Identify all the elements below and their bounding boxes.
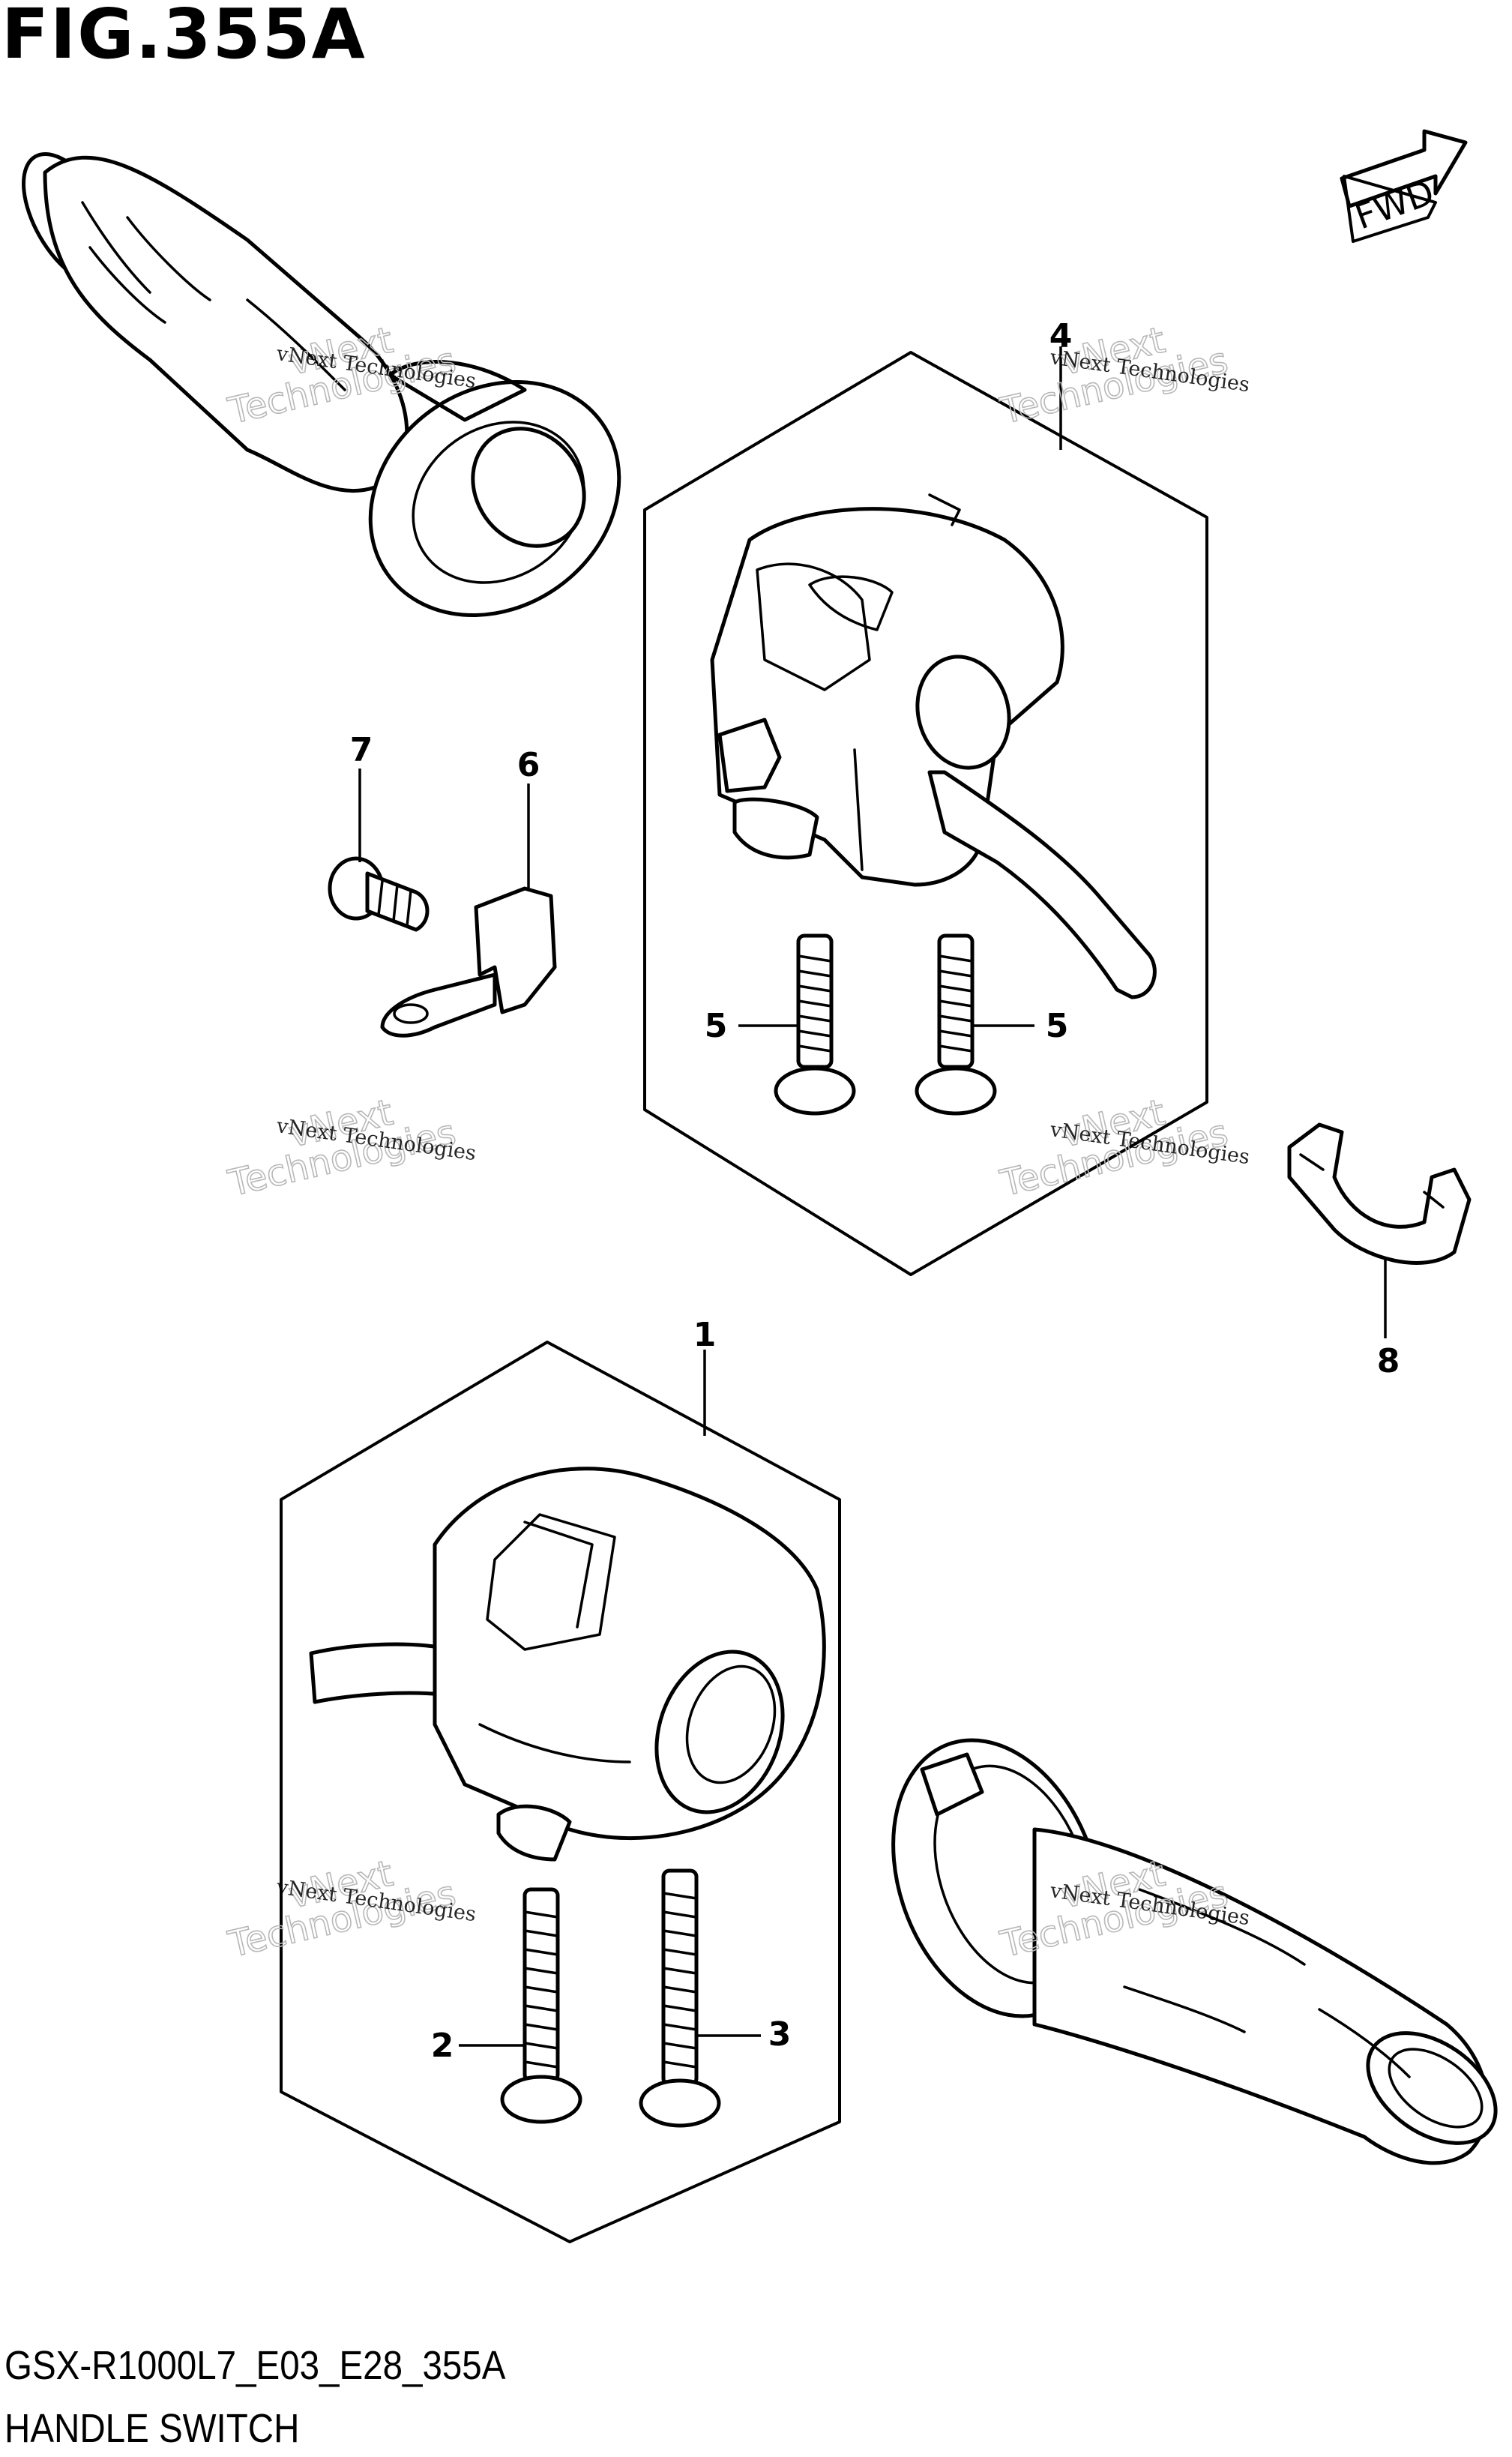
screw-part-5-right [915,933,997,1116]
callout-3: 3 [768,2015,792,2054]
assembly-frame-upper [643,351,1208,1276]
callout-2: 2 [431,2027,454,2065]
figure-name: HANDLE SWITCH [4,2406,300,2451]
right-handle-switch-part [710,493,1157,999]
callout-4: 4 [1049,317,1073,355]
clamp-part-6 [380,886,557,1038]
screw-part-3 [639,1868,721,2128]
right-throttle-grip-part [891,1738,1498,2165]
callout-1: 1 [693,1316,717,1354]
figure-title: FIG.355A [1,0,367,74]
screw-part-2 [500,1887,582,2124]
watermark-3: Technologies vNext vNext Technologies [223,1091,478,1206]
callout-7: 7 [350,731,373,769]
callout-5-right: 5 [1046,1007,1069,1045]
fwd-arrow-icon: FWD [1340,129,1468,243]
callout-8: 8 [1377,1342,1400,1380]
left-handle-switch-part [309,1467,826,1862]
watermark-2: Technologies vNext vNext Technologies [996,319,1251,433]
callout-5-left: 5 [705,1007,728,1045]
callout-6: 6 [517,746,540,784]
figure-code: GSX-R1000L7_E03_E28_355A [4,2343,506,2388]
watermark-4: Technologies vNext vNext Technologies [996,1091,1251,1206]
screw-part-7 [328,856,430,932]
assembly-frame-lower [280,1341,841,2243]
clip-part-8 [1287,1122,1472,1265]
watermark-5: Technologies vNext vNext Technologies [223,1852,478,1967]
left-grip-part [22,151,621,618]
screw-part-5-left [774,933,856,1116]
